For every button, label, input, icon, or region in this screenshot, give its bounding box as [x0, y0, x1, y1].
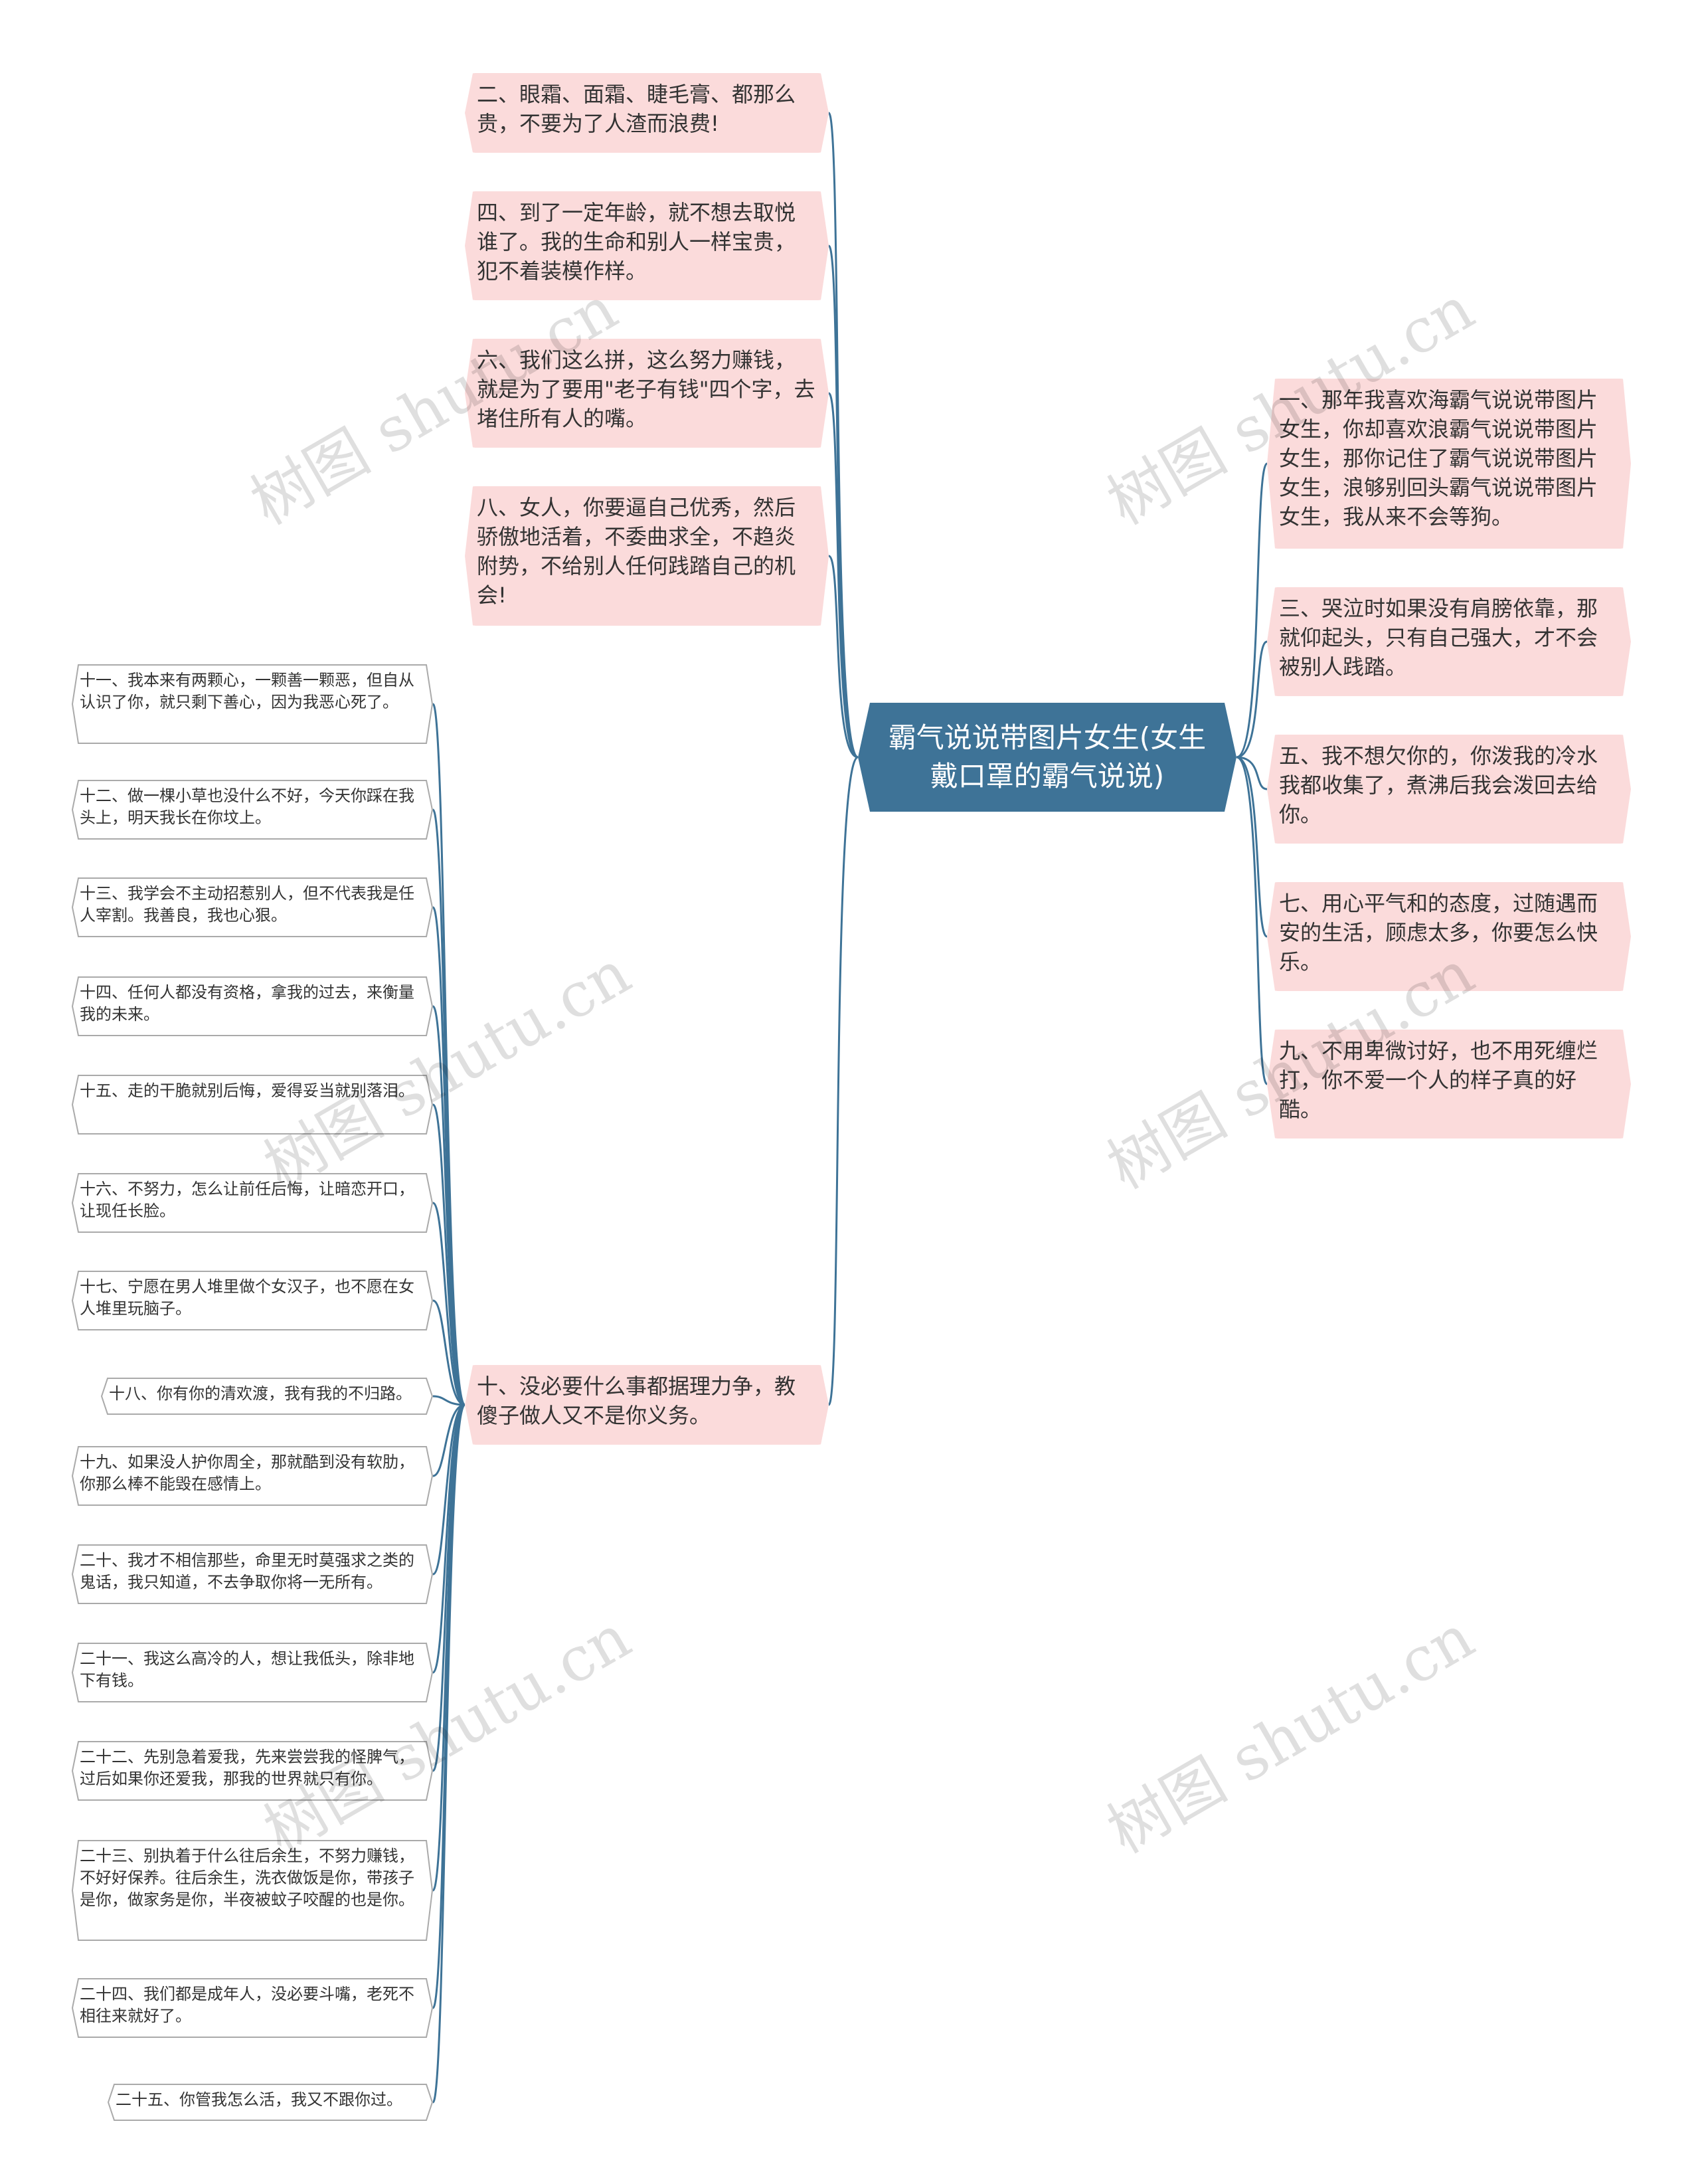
- right-topic-3[interactable]: 五、我不想欠你的，你泼我的冷水我都收集了，煮沸后我会泼回去给你。: [1267, 735, 1631, 844]
- sub-topic-text: 二十一、我这么高冷的人，想让我低头，除非地下有钱。: [80, 1649, 414, 1690]
- right-topic-1[interactable]: 一、那年我喜欢海霸气说说带图片女生，你却喜欢浪霸气说说带图片女生，那你记住了霸气…: [1267, 379, 1631, 549]
- sub-topic-14[interactable]: 十四、任何人都没有资格，拿我的过去，来衡量我的未来。: [72, 976, 433, 1036]
- root-topic[interactable]: 霸气说说带图片女生(女生戴口罩的霸气说说): [858, 703, 1236, 812]
- topic-text: 三、哭泣时如果没有肩膀依靠，那就仰起头，只有自己强大，才不会被别人践踏。: [1279, 596, 1598, 680]
- sub-topic-text: 二十五、你管我怎么活，我又不跟你过。: [116, 2090, 402, 2109]
- left-topic-3[interactable]: 六、我们这么拼，这么努力赚钱，就是为了要用"老子有钱"四个字，去堵住所有人的嘴。: [465, 339, 829, 448]
- topic-text: 五、我不想欠你的，你泼我的冷水我都收集了，煮沸后我会泼回去给你。: [1279, 743, 1598, 827]
- topic-text: 六、我们这么拼，这么努力赚钱，就是为了要用"老子有钱"四个字，去堵住所有人的嘴。: [477, 347, 815, 431]
- sub-topic-text: 十四、任何人都没有资格，拿我的过去，来衡量我的未来。: [80, 983, 414, 1024]
- sub-topic-19[interactable]: 十九、如果没人护你周全，那就酷到没有软肋，你那么棒不能毁在感情上。: [72, 1446, 433, 1506]
- left-topic-2[interactable]: 四、到了一定年龄，就不想去取悦谁了。我的生命和别人一样宝贵，犯不着装模作样。: [465, 191, 829, 300]
- right-topic-4[interactable]: 七、用心平气和的态度，过随遇而安的生活，顾虑太多，你要怎么快乐。: [1267, 882, 1631, 991]
- sub-topic-20[interactable]: 二十、我才不相信那些，命里无时莫强求之类的鬼话，我只知道，不去争取你将一无所有。: [72, 1544, 433, 1604]
- right-topic-2[interactable]: 三、哭泣时如果没有肩膀依靠，那就仰起头，只有自己强大，才不会被别人践踏。: [1267, 587, 1631, 696]
- sub-topic-25[interactable]: 二十五、你管我怎么活，我又不跟你过。: [108, 2084, 433, 2121]
- topic-text: 八、女人，你要逼自己优秀，然后骄傲地活着，不委曲求全，不趋炎附势，不给别人任何践…: [477, 495, 796, 608]
- topic-text: 十、没必要什么事都据理力争，教傻子做人又不是你义务。: [477, 1374, 796, 1428]
- left-topic-4[interactable]: 八、女人，你要逼自己优秀，然后骄傲地活着，不委曲求全，不趋炎附势，不给别人任何践…: [465, 486, 829, 626]
- sub-topic-22[interactable]: 二十二、先别急着爱我，先来尝尝我的怪脾气，过后如果你还爱我，那我的世界就只有你。: [72, 1741, 433, 1801]
- sub-topic-text: 十九、如果没人护你周全，那就酷到没有软肋，你那么棒不能毁在感情上。: [80, 1453, 414, 1493]
- sub-topic-16[interactable]: 十六、不努力，怎么让前任后悔，让暗恋开口，让现任长脸。: [72, 1173, 433, 1233]
- left-topic-5[interactable]: 十、没必要什么事都据理力争，教傻子做人又不是你义务。: [465, 1365, 829, 1445]
- sub-topic-12[interactable]: 十二、做一棵小草也没什么不好，今天你踩在我头上，明天我长在你坟上。: [72, 780, 433, 840]
- topic-text: 四、到了一定年龄，就不想去取悦谁了。我的生命和别人一样宝贵，犯不着装模作样。: [477, 200, 796, 284]
- sub-topic-21[interactable]: 二十一、我这么高冷的人，想让我低头，除非地下有钱。: [72, 1643, 433, 1702]
- topic-text: 一、那年我喜欢海霸气说说带图片女生，你却喜欢浪霸气说说带图片女生，那你记住了霸气…: [1279, 387, 1598, 529]
- sub-topic-text: 十五、走的干脆就别后悔，爱得妥当就别落泪。: [80, 1081, 414, 1100]
- sub-topic-15[interactable]: 十五、走的干脆就别后悔，爱得妥当就别落泪。: [72, 1075, 433, 1135]
- sub-topic-text: 十二、做一棵小草也没什么不好，今天你踩在我头上，明天我长在你坟上。: [80, 786, 414, 827]
- sub-topic-text: 十八、你有你的清欢渡，我有我的不归路。: [109, 1384, 412, 1403]
- sub-topic-text: 十一、我本来有两颗心，一颗善一颗恶，但自从认识了你，就只剩下善心，因为我恶心死了…: [80, 671, 414, 711]
- sub-topic-text: 十三、我学会不主动招惹别人，但不代表我是任人宰割。我善良，我也心狠。: [80, 884, 414, 925]
- sub-topic-24[interactable]: 二十四、我们都是成年人，没必要斗嘴，老死不相往来就好了。: [72, 1978, 433, 2038]
- sub-topic-11[interactable]: 十一、我本来有两颗心，一颗善一颗恶，但自从认识了你，就只剩下善心，因为我恶心死了…: [72, 664, 433, 744]
- sub-topic-23[interactable]: 二十三、别执着于什么往后余生，不努力赚钱，不好好保养。往后余生，洗衣做饭是你，带…: [72, 1840, 433, 1941]
- sub-topic-text: 二十四、我们都是成年人，没必要斗嘴，老死不相往来就好了。: [80, 1985, 414, 2025]
- topic-text: 七、用心平气和的态度，过随遇而安的生活，顾虑太多，你要怎么快乐。: [1279, 891, 1598, 974]
- topic-text: 九、不用卑微讨好，也不用死缠烂打，你不爱一个人的样子真的好酷。: [1279, 1038, 1598, 1122]
- sub-topic-13[interactable]: 十三、我学会不主动招惹别人，但不代表我是任人宰割。我善良，我也心狠。: [72, 877, 433, 937]
- sub-topic-text: 十七、宁愿在男人堆里做个女汉子，也不愿在女人堆里玩脑子。: [80, 1277, 414, 1318]
- left-topic-1[interactable]: 二、眼霜、面霜、睫毛膏、都那么贵，不要为了人渣而浪费!: [465, 73, 829, 153]
- sub-topic-text: 二十、我才不相信那些，命里无时莫强求之类的鬼话，我只知道，不去争取你将一无所有。: [80, 1551, 414, 1592]
- sub-topic-text: 二十三、别执着于什么往后余生，不努力赚钱，不好好保养。往后余生，洗衣做饭是你，带…: [80, 1847, 414, 1909]
- right-topic-5[interactable]: 九、不用卑微讨好，也不用死缠烂打，你不爱一个人的样子真的好酷。: [1267, 1030, 1631, 1138]
- root-title: 霸气说说带图片女生(女生戴口罩的霸气说说): [888, 721, 1207, 792]
- sub-topic-17[interactable]: 十七、宁愿在男人堆里做个女汉子，也不愿在女人堆里玩脑子。: [72, 1271, 433, 1330]
- sub-topic-text: 二十二、先别急着爱我，先来尝尝我的怪脾气，过后如果你还爱我，那我的世界就只有你。: [80, 1748, 414, 1788]
- topic-text: 二、眼霜、面霜、睫毛膏、都那么贵，不要为了人渣而浪费!: [477, 82, 796, 136]
- sub-topic-text: 十六、不努力，怎么让前任后悔，让暗恋开口，让现任长脸。: [80, 1180, 414, 1220]
- sub-topic-18[interactable]: 十八、你有你的清欢渡，我有我的不归路。: [101, 1378, 433, 1415]
